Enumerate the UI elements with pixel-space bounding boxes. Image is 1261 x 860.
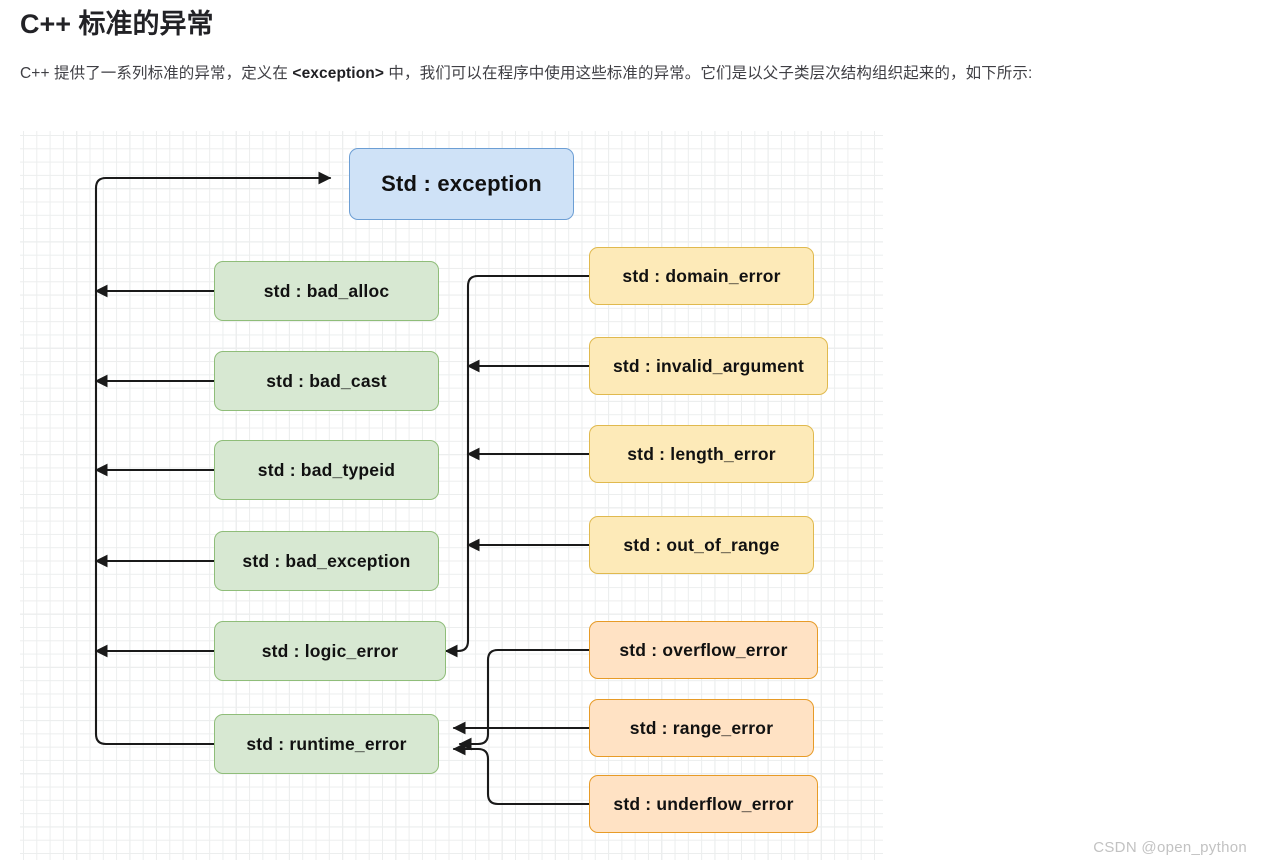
csdn-watermark: CSDN @open_python <box>1093 839 1247 856</box>
page-title: C++ 标准的异常 <box>20 9 214 39</box>
intro-text-after: 中，我们可以在程序中使用这些标准的异常。它们是以父子类层次结构组织起来的，如下所… <box>383 65 1033 82</box>
node-label: std : bad_cast <box>266 370 387 391</box>
node-label: std : range_error <box>629 717 774 738</box>
node-label: std : out_of_range <box>623 534 780 555</box>
edge-underflow-error-to-runtime-error <box>452 742 591 806</box>
node-std-out-of-range[interactable]: std : out_of_range <box>589 516 814 574</box>
edge-domain-error-to-logic-error <box>444 274 591 658</box>
node-std-bad-alloc[interactable]: std : bad_alloc <box>214 261 439 321</box>
intro-code-exception: <exception> <box>292 65 384 82</box>
exception-hierarchy-diagram: Std : exception std : bad_alloc std : ba… <box>20 131 883 860</box>
node-std-exception[interactable]: Std : exception <box>349 148 574 220</box>
node-std-bad-cast[interactable]: std : bad_cast <box>214 351 439 411</box>
intro-paragraph: C++ 提供了一系列标准的异常，定义在 <exception> 中，我们可以在程… <box>20 58 1258 90</box>
node-label: std : overflow_error <box>619 639 788 660</box>
node-std-domain-error[interactable]: std : domain_error <box>589 247 814 305</box>
node-label: std : bad_alloc <box>263 280 390 301</box>
node-std-underflow-error[interactable]: std : underflow_error <box>589 775 818 833</box>
node-std-bad-exception[interactable]: std : bad_exception <box>214 531 439 591</box>
node-label: std : domain_error <box>622 265 781 286</box>
node-label: std : runtime_error <box>246 733 407 754</box>
node-label: std : logic_error <box>261 640 399 661</box>
node-std-invalid-argument[interactable]: std : invalid_argument <box>589 337 828 395</box>
node-std-runtime-error[interactable]: std : runtime_error <box>214 714 439 774</box>
node-std-length-error[interactable]: std : length_error <box>589 425 814 483</box>
node-std-range-error[interactable]: std : range_error <box>589 699 814 757</box>
node-std-overflow-error[interactable]: std : overflow_error <box>589 621 818 679</box>
edge-overflow-error-to-runtime-error <box>458 648 591 751</box>
intro-text-before: C++ 提供了一系列标准的异常，定义在 <box>20 65 293 82</box>
node-std-bad-typeid[interactable]: std : bad_typeid <box>214 440 439 500</box>
node-label: std : bad_typeid <box>257 459 396 480</box>
node-label: std : underflow_error <box>613 793 794 814</box>
node-label: std : bad_exception <box>242 550 411 571</box>
node-std-logic-error[interactable]: std : logic_error <box>214 621 446 681</box>
node-label: std : length_error <box>627 443 776 464</box>
node-label: Std : exception <box>381 171 542 196</box>
node-label: std : invalid_argument <box>612 355 805 376</box>
